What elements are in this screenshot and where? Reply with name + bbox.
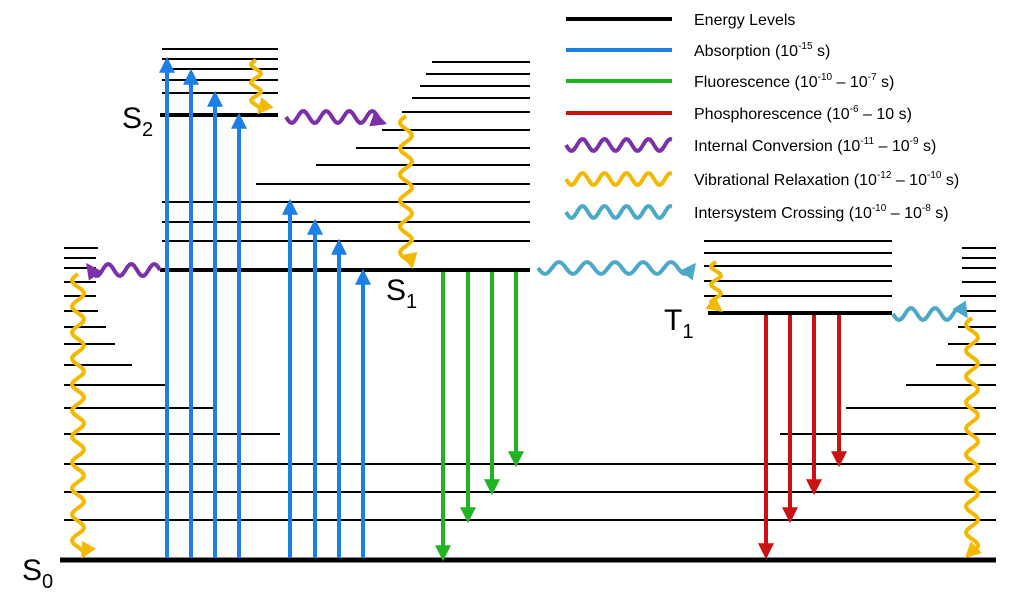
internal-conversion-arrow [284, 108, 388, 127]
state-label-t1: T1 [664, 304, 693, 343]
legend-label-internal-conversion: Internal Conversion (10-11 – 10-9 s) [694, 136, 936, 155]
intersystem-crossing-arrow [536, 260, 696, 281]
legend-label-absorption: Absorption (10-15 s) [694, 41, 830, 60]
vibrational-relaxation-arrow [397, 114, 418, 270]
internal-conversion-arrow [86, 261, 162, 281]
vibrational-relaxation-arrow [248, 58, 274, 115]
legend-label-fluorescence: Fluorescence (10-10 – 10-7 s) [694, 72, 894, 91]
legend: Energy Levels Absorption (10-15 s) Fluor… [564, 12, 959, 222]
legend-label-vibrational-relaxation: Vibrational Relaxation (10-12 – 10-10 s) [694, 170, 959, 189]
vibrational-relaxation-arrow [69, 272, 97, 559]
state-label-s1: S1 [386, 274, 417, 313]
vibrational-relaxation-arrow [963, 316, 982, 559]
legend-label-phosphorescence: Phosphorescence (10-6 – 10 s) [694, 104, 912, 123]
transitions [69, 56, 982, 562]
legend-swatch-vibrational-relaxation [564, 170, 673, 188]
legend-label-energy-levels: Energy Levels [694, 12, 795, 29]
intersystem-crossing-arrow [891, 300, 968, 323]
energy-levels [60, 48, 996, 563]
state-label-s2: S2 [122, 102, 153, 141]
state-label-s0: S0 [22, 554, 53, 593]
legend-swatch-internal-conversion [564, 136, 673, 154]
vibrational-relaxation-arrow [705, 260, 724, 312]
legend-label-intersystem-crossing: Intersystem Crossing (10-10 – 10-8 s) [694, 203, 949, 222]
legend-swatch-intersystem-crossing [564, 203, 673, 221]
